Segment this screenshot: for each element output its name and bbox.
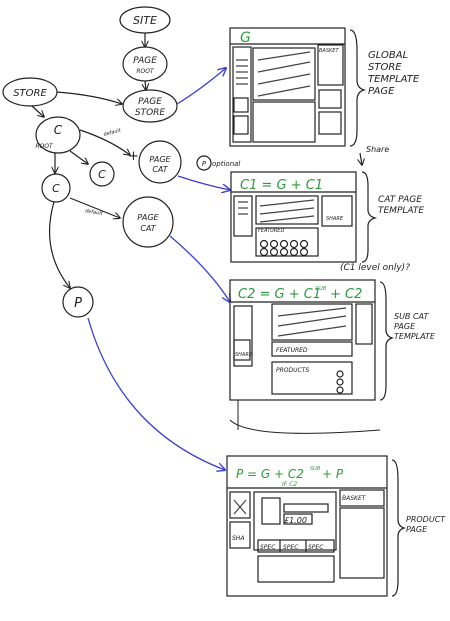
product-brace [391, 459, 406, 597]
global-basket-box [317, 44, 344, 86]
cat-share-label: SHARE [326, 216, 344, 222]
subcat-formula-sup: SUB [316, 286, 327, 292]
optional-label: optional [212, 160, 240, 168]
default-label-2: default [85, 208, 104, 217]
product-side-label: PRODUCT PAGE [406, 515, 446, 534]
arrow-cat2-to-subcat [169, 235, 230, 302]
subcat-share-label: SHARE [235, 352, 253, 358]
default-label-1: default [103, 127, 123, 138]
arrow-cat-to-cat-template [177, 175, 230, 190]
page-cat2-label: PAGE [137, 213, 159, 222]
product-tab-row [257, 539, 335, 553]
product-share-label: SHA [232, 535, 244, 542]
product-formula: P = G + C2 [236, 467, 304, 481]
cat-main-area [255, 195, 319, 225]
c-root-sublabel: ROOT [35, 143, 54, 150]
global-basket-label: BASKET [319, 48, 339, 54]
subcat-products-label: PRODUCTS [276, 367, 309, 374]
p-label: P [74, 296, 82, 311]
global-share-label: Share [366, 145, 389, 154]
global-main-lower [252, 101, 316, 143]
product-main-area [253, 491, 337, 551]
product-formula-sup: SUB [310, 466, 321, 472]
page-root-label: PAGE [133, 56, 157, 66]
subcat-side-label: SUB CAT PAGE TEMPLATE [394, 312, 435, 341]
global-brace [349, 29, 367, 147]
product-formula-tail: + P [322, 467, 344, 481]
subcat-featured-label: FEATURED [276, 347, 308, 354]
page-root-sublabel: ROOT [136, 68, 155, 75]
c-small-label: C [98, 168, 106, 181]
page-store-node [122, 89, 178, 123]
page-store-sublabel: STORE [135, 108, 166, 118]
c-child-node [41, 173, 71, 203]
global-main-area [252, 47, 316, 101]
c-small-node [89, 161, 115, 187]
global-page-frame [229, 27, 346, 147]
site-label: SITE [133, 14, 157, 27]
product-tab-2[interactable]: SPEC [283, 544, 299, 551]
p-node [62, 286, 94, 318]
page-cat2-sublabel: CAT [140, 224, 156, 233]
subcat-formula: C2 = G + C1 [238, 287, 321, 302]
cat-formula: C1 = G + C1 [240, 178, 323, 193]
optional-letter: P [202, 160, 207, 168]
store-label: STORE [13, 88, 47, 99]
global-sidebar [232, 46, 252, 143]
c-root-node [35, 116, 81, 154]
page-cat-sublabel: CAT [152, 165, 168, 174]
cat-brace [361, 171, 378, 263]
c-child-label: C [52, 182, 60, 195]
global-formula: G [240, 30, 251, 46]
product-tab-1[interactable]: SPEC [260, 544, 276, 551]
optional-marker [196, 155, 212, 171]
page-cat-node [138, 140, 182, 184]
product-basket-box [339, 489, 385, 507]
c1-level-note: (C1 level only)? [340, 263, 410, 273]
plus-sign: + [128, 149, 139, 164]
subcat-brace [379, 281, 394, 401]
c-root-label: C [54, 123, 63, 137]
page-store-label: PAGE [138, 97, 162, 107]
product-formula-if: IF C2 [282, 481, 297, 488]
product-tab-3[interactable]: SPEC [308, 544, 324, 551]
global-side-label: GLOBAL STORE TEMPLATE PAGE [368, 50, 420, 97]
page-cat2-node [122, 196, 174, 248]
subcat-formula-tail: + C2 [330, 287, 362, 302]
arrow-p-to-product [87, 317, 225, 470]
subcat-main-area [271, 303, 353, 341]
arrow-store-to-global [176, 68, 226, 105]
product-price: £1.00 [284, 516, 307, 525]
cat-page-frame [230, 171, 357, 263]
cat-featured-label: FEATURED [258, 228, 284, 234]
product-basket-label: BASKET [342, 495, 367, 502]
product-page-frame [226, 455, 388, 597]
subcat-page-frame [229, 279, 376, 401]
cat-side-label: CAT PAGE TEMPLATE [378, 195, 425, 216]
page-cat-label: PAGE [149, 155, 171, 164]
